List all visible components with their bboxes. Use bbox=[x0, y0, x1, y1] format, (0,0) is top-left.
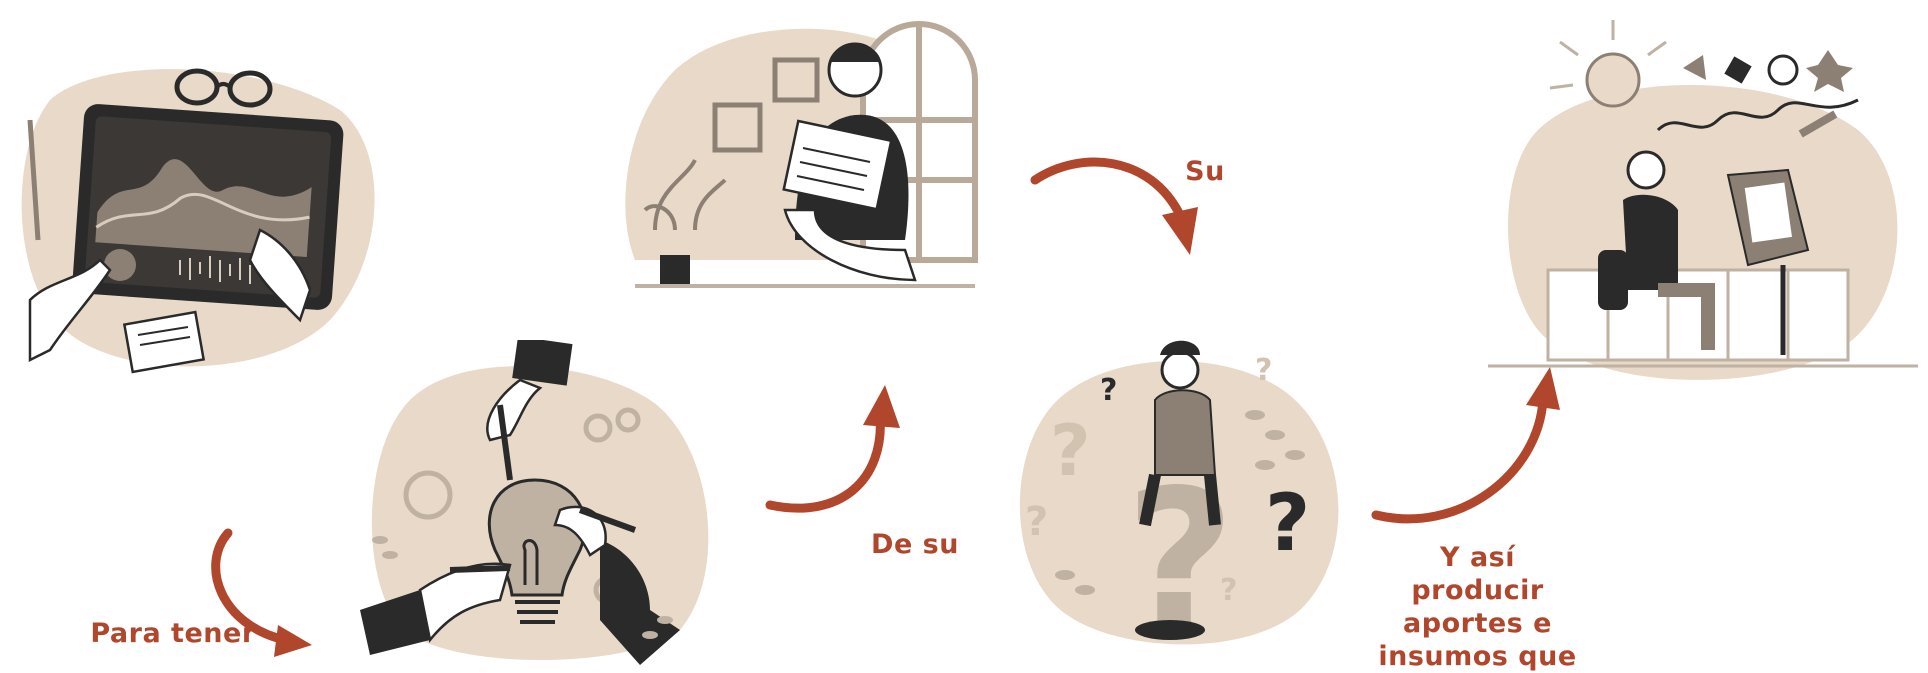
svg-text:?: ? bbox=[1100, 373, 1117, 408]
arrow-to-creative-icon bbox=[1368, 365, 1568, 535]
svg-text:?: ? bbox=[1255, 353, 1272, 388]
caption-line-2: aportes e bbox=[1370, 607, 1585, 640]
arrow-to-desk-icon bbox=[0, 0, 200, 170]
svg-text:?: ? bbox=[1025, 499, 1048, 545]
question-thinking-illustration: ? ? ? ? ? ? ? bbox=[1005, 325, 1365, 670]
caption-line-3: insumos que bbox=[1370, 640, 1585, 673]
svg-text:?: ? bbox=[1050, 410, 1091, 492]
reading-document-illustration bbox=[615, 10, 985, 300]
step-caption-y-asi-producir: Y así producir aportes e insumos que bbox=[1370, 541, 1585, 673]
step-caption-para-tener: Para tener bbox=[78, 617, 268, 650]
arrow-to-document-icon bbox=[760, 380, 910, 530]
step-caption-su: Su bbox=[1175, 155, 1235, 188]
idea-lightbulb-illustration bbox=[350, 340, 720, 665]
caption-line-1: Y así producir bbox=[1370, 541, 1585, 607]
creative-desk-illustration bbox=[1478, 10, 1923, 390]
step-caption-de-su: De su bbox=[860, 528, 970, 561]
svg-text:?: ? bbox=[1265, 479, 1310, 569]
